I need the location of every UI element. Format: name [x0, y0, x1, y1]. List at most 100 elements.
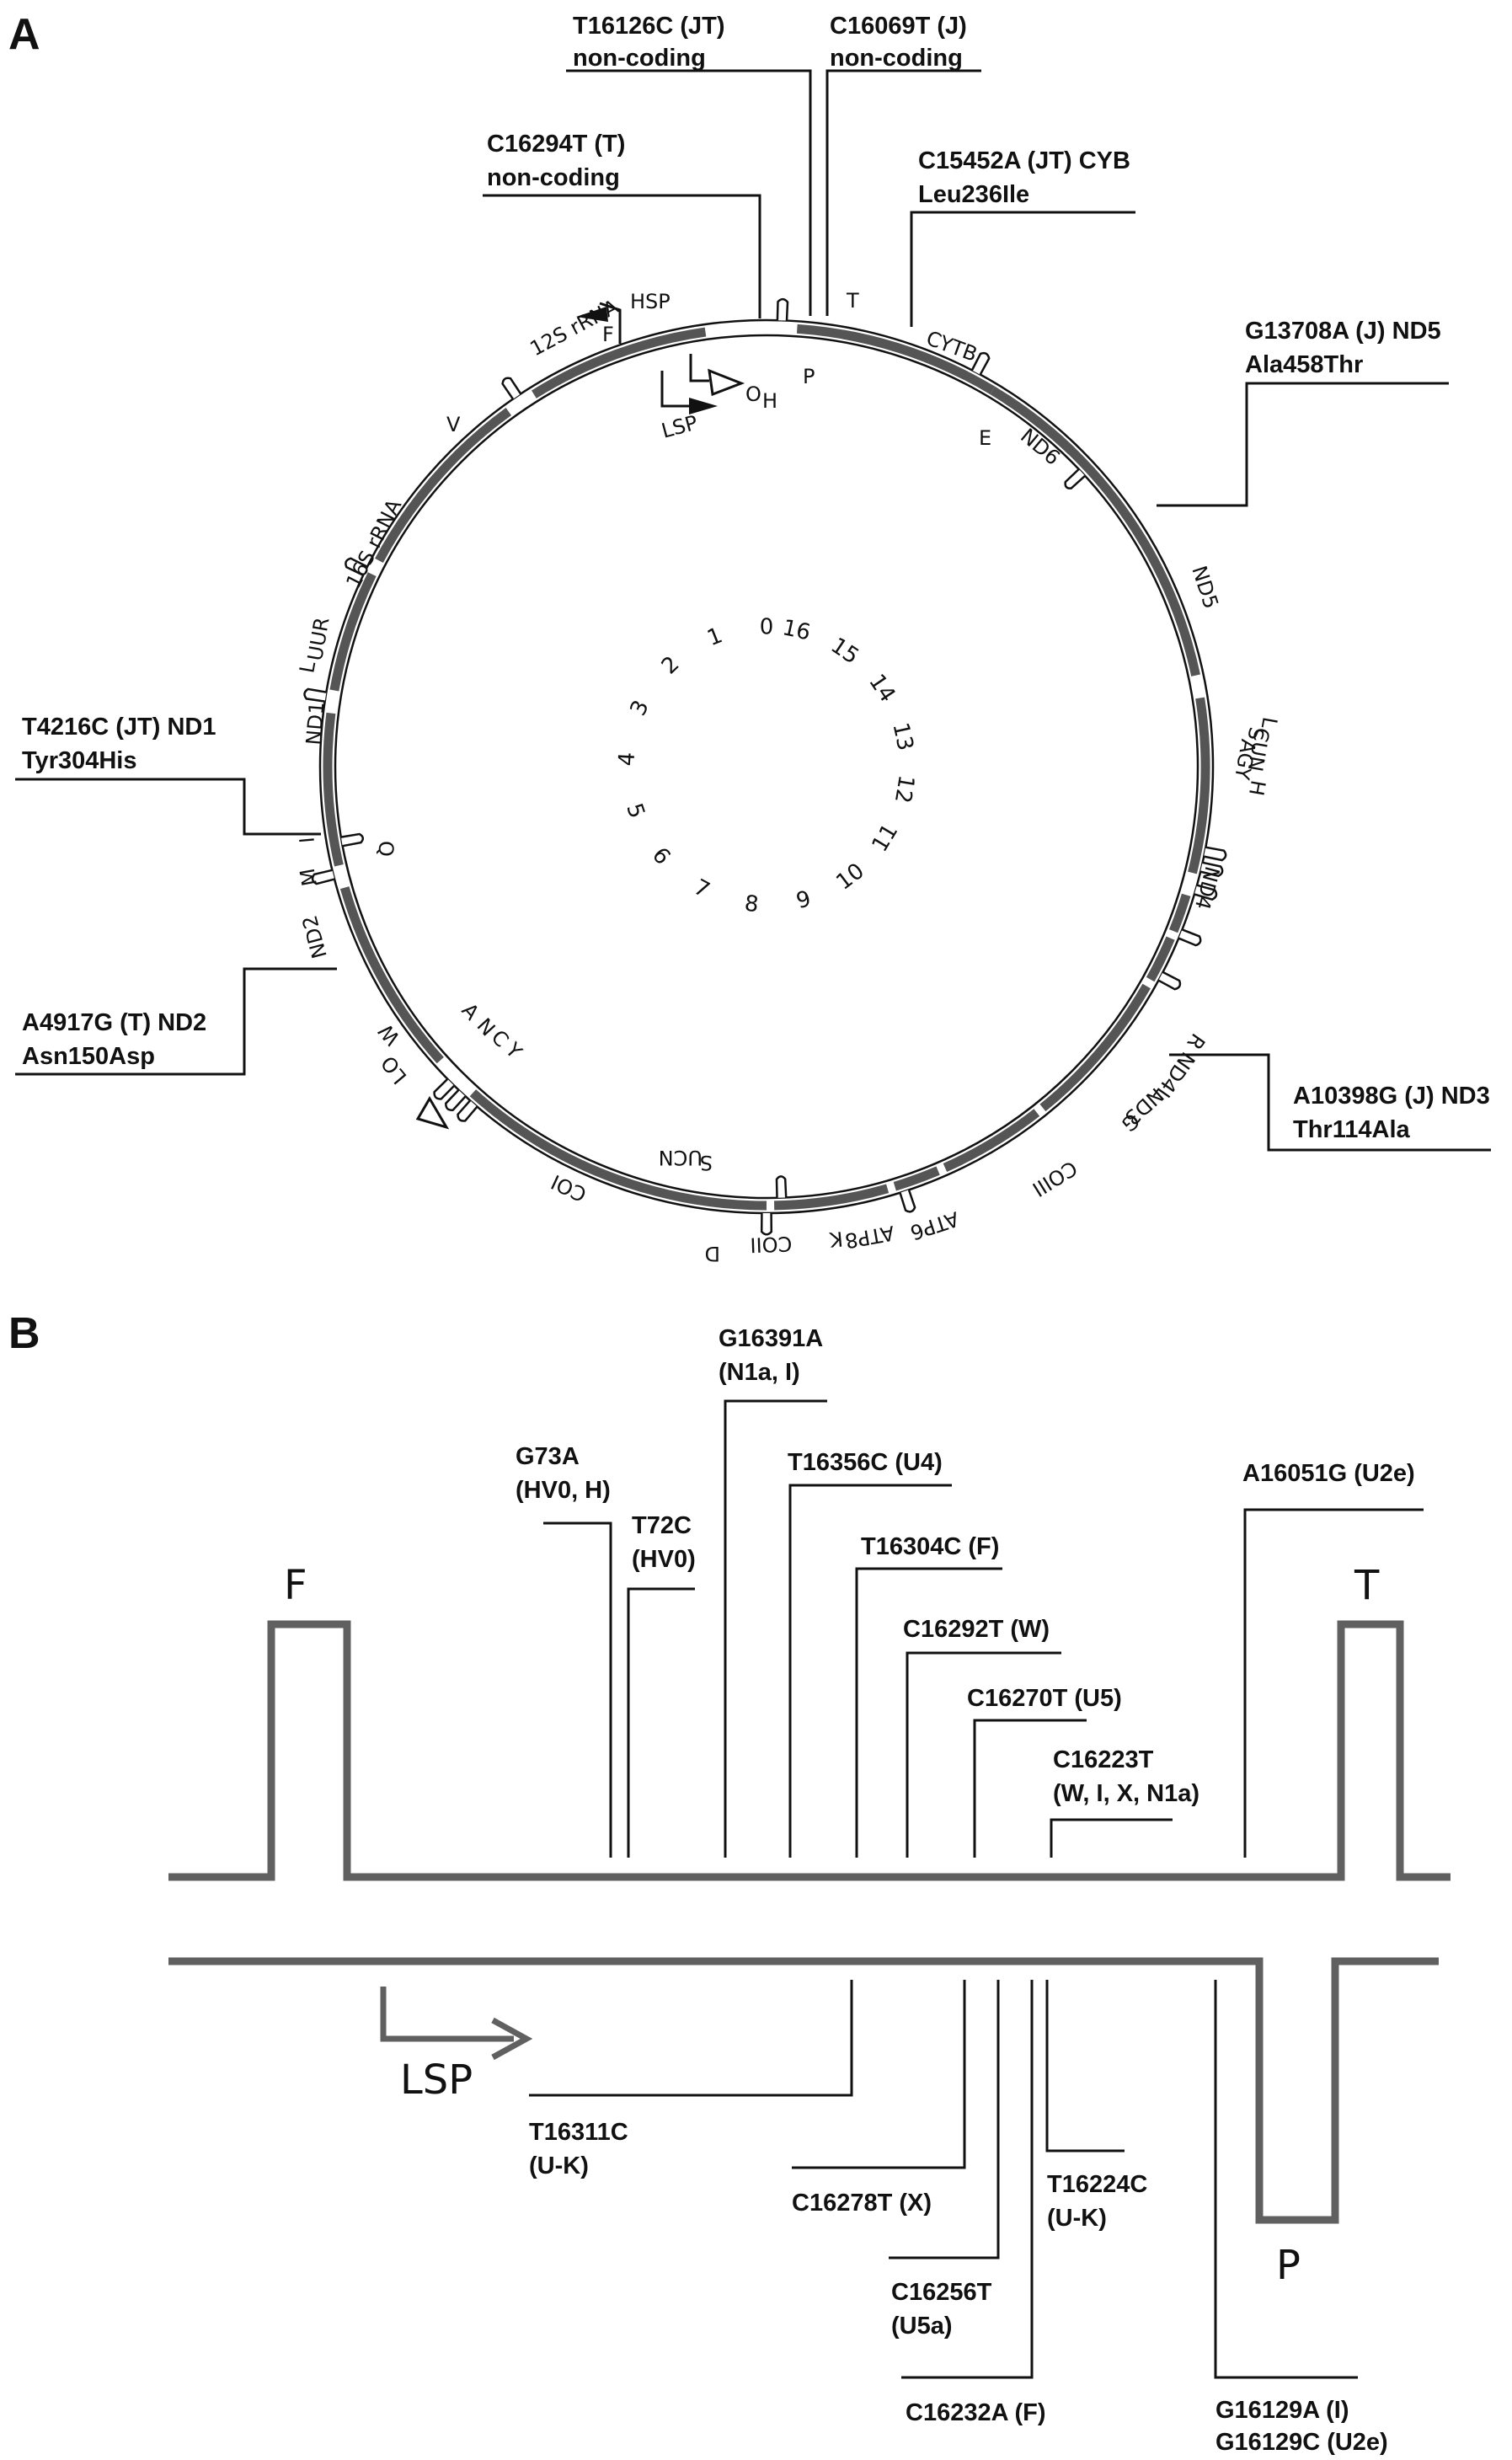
mut-g16391a-haplo: (N1a, I)	[719, 1359, 800, 1386]
position-tick-label: 12	[890, 773, 919, 805]
gene-segment	[1188, 697, 1210, 874]
hsp-bracket	[599, 302, 622, 344]
mut-t16224c-haplo: (U-K)	[1047, 2205, 1107, 2232]
trna-w: W	[374, 1019, 405, 1050]
gene-segment	[893, 1166, 940, 1191]
trna-loop	[311, 869, 335, 885]
trna-loop	[1203, 846, 1227, 862]
trna-d: D	[705, 1242, 720, 1265]
gene-atp8: ATP8	[843, 1221, 896, 1253]
position-tick-label: 16	[780, 615, 813, 645]
leader-g73a	[543, 1521, 612, 1858]
mut-g73a-name: G73A	[516, 1443, 580, 1470]
gene-segment	[796, 324, 968, 380]
oh-bracket	[689, 354, 709, 382]
gene-segments	[323, 324, 1210, 1211]
mut-c16069t-region: non-coding	[830, 45, 963, 72]
leader-g16129a	[1214, 1980, 1358, 2379]
trna-i: I	[295, 836, 319, 843]
trna-h: H	[1244, 778, 1270, 798]
trna-k: K	[828, 1227, 844, 1251]
trna-loop	[457, 1099, 478, 1122]
trna-loop	[340, 832, 365, 848]
trna-loop	[1157, 971, 1182, 991]
p-label: P	[1276, 2242, 1301, 2289]
trna-loop	[1199, 861, 1224, 878]
mut-c16256t-name: C16256T	[891, 2279, 992, 2306]
mut-t16126c-region: non-coding	[573, 45, 706, 72]
trna-s-ucn: S UCN	[659, 1146, 713, 1174]
leader-g16391a	[724, 1399, 827, 1858]
gene-nd6: ND6	[1016, 424, 1065, 470]
mut-c15452a-name: C15452A (JT) CYB	[918, 147, 1130, 174]
gene-segment	[323, 712, 344, 867]
lsp-arrow-shaft	[380, 1987, 514, 2042]
leader-t16126c	[566, 69, 812, 316]
lsp-b-label: LSP	[400, 2056, 473, 2104]
trna-l-uur: L UUR	[295, 616, 334, 675]
trna-loop	[970, 351, 991, 376]
hsp-label: HSP	[630, 290, 671, 313]
trna-loop	[345, 557, 368, 576]
trna-loop	[899, 1189, 916, 1213]
gene-segment	[943, 1109, 1040, 1173]
trna-v: V	[446, 413, 461, 436]
trna-f: F	[602, 323, 614, 346]
mut-a4917g-name: A4917G (T) ND2	[22, 1009, 206, 1036]
leader-c16223t	[1050, 1818, 1173, 1858]
mut-t4216c-change: Tyr304His	[22, 747, 137, 774]
mut-c16278t-name: C16278T (X)	[792, 2190, 932, 2217]
mtdna-circle-map	[303, 297, 1227, 1236]
gene-atp6: ATP6	[907, 1206, 962, 1244]
control-region-strands: F T P LSP	[168, 1562, 1451, 2289]
trna-loop	[1194, 884, 1218, 901]
leader-c16069t	[825, 69, 981, 316]
panel-b-label: B	[8, 1309, 40, 1358]
oh-sub: H	[762, 389, 777, 413]
gene-segment	[990, 386, 1075, 455]
mut-t72c-name: T72C	[632, 1512, 692, 1539]
leader-a4917g	[15, 967, 337, 1076]
mut-c16256t-haplo: (U5a)	[891, 2313, 953, 2340]
panel-b-lower-leaders	[529, 1980, 1358, 2379]
trna-loop	[775, 1175, 788, 1198]
mut-c16223t-haplo: (W, I, X, N1a)	[1053, 1780, 1199, 1807]
position-tick-label: 3	[626, 697, 654, 720]
trna-q: Q	[374, 841, 398, 857]
mut-c16069t-name: C16069T (J)	[830, 13, 967, 40]
mut-c16294t-region: non-coding	[487, 164, 620, 191]
leader-c16278t	[792, 1980, 966, 2169]
leader-c16292t	[906, 1651, 1061, 1858]
panel-a-mutation-labels: T16126C (JT) non-coding C16069T (J) non-…	[22, 13, 1490, 1143]
position-tick-label: 5	[621, 800, 649, 821]
trna-loop	[1064, 468, 1086, 489]
leader-c16256t	[889, 1980, 1000, 2259]
leader-t72c	[627, 1587, 695, 1858]
trna-m: M	[296, 867, 322, 888]
trna-loop	[1178, 928, 1202, 947]
t-label: T	[1354, 1562, 1380, 1609]
trna-l-cun: L CUN	[1243, 715, 1282, 773]
position-tick-label: 15	[826, 633, 863, 669]
position-tick-label: 0	[760, 615, 774, 640]
mut-t16356c-name: T16356C (U4)	[788, 1449, 943, 1476]
position-tick-label: 14	[863, 670, 900, 707]
mut-c16223t-name: C16223T	[1053, 1746, 1154, 1773]
position-tick-label: 10	[831, 858, 869, 896]
panel-a-label: A	[8, 10, 40, 59]
gene-nd5: ND5	[1187, 563, 1223, 612]
lsp-arrow-head	[491, 2017, 533, 2061]
trna-loops	[303, 297, 1227, 1236]
gene-nd2: ND2	[297, 913, 331, 961]
hsp-arrow	[576, 307, 608, 322]
gene-segment	[1039, 983, 1151, 1112]
gene-segment	[1168, 893, 1191, 933]
mut-a4917g-change: Asn150Asp	[22, 1043, 155, 1070]
gene-coi: COI	[548, 1170, 590, 1206]
lsp-bracket	[660, 371, 691, 408]
gene-segment	[531, 327, 707, 398]
leader-g13708a	[1157, 382, 1449, 507]
gene-segment	[329, 572, 377, 692]
mut-c16232a-name: C16232A (F)	[906, 2399, 1046, 2426]
